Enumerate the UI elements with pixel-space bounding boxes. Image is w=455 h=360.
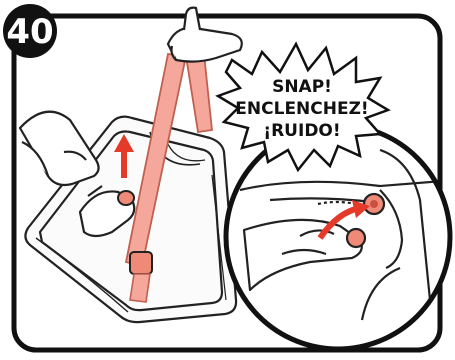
step-badge: 40 [3,4,57,58]
left-hand [20,112,99,185]
callout-line-1: SNAP! [272,77,332,97]
snap-button-receiver-center [370,200,378,208]
snap-button-left [118,191,134,205]
callout-line-3: ¡RUIDO! [263,121,340,141]
callout-line-2: ENCLENCHEZ! [235,99,368,119]
detail-zoom-circle [226,125,455,360]
snap-button-stud [347,229,365,247]
strap-adjuster [130,252,152,274]
step-number: 40 [6,12,53,52]
